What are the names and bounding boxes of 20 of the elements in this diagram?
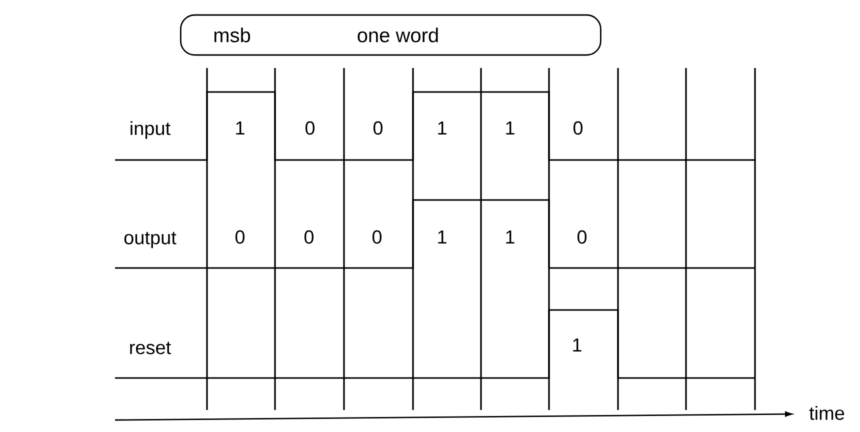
bit-value: 1	[438, 230, 446, 244]
box-label: one word	[358, 28, 438, 42]
bit-value: 1	[506, 230, 514, 244]
signal-label: input	[130, 121, 170, 139]
word-box	[180, 14, 602, 56]
bit-value: 0	[372, 230, 382, 244]
box-label: msb	[214, 28, 250, 42]
bit-value: 1	[236, 121, 244, 135]
bit-value: 0	[304, 230, 314, 244]
bit-value: 1	[573, 338, 582, 352]
signal-label: output	[124, 232, 176, 248]
bit-value: 0	[573, 121, 583, 135]
bit-value: 1	[438, 121, 446, 135]
bit-value: 1	[506, 121, 514, 135]
bit-value: 0	[235, 230, 245, 244]
signal-label: reset	[130, 342, 171, 354]
bit-value: 0	[373, 121, 383, 135]
bit-value: 0	[577, 230, 587, 244]
axis-label: time	[809, 406, 844, 420]
bit-value: 0	[305, 121, 315, 135]
